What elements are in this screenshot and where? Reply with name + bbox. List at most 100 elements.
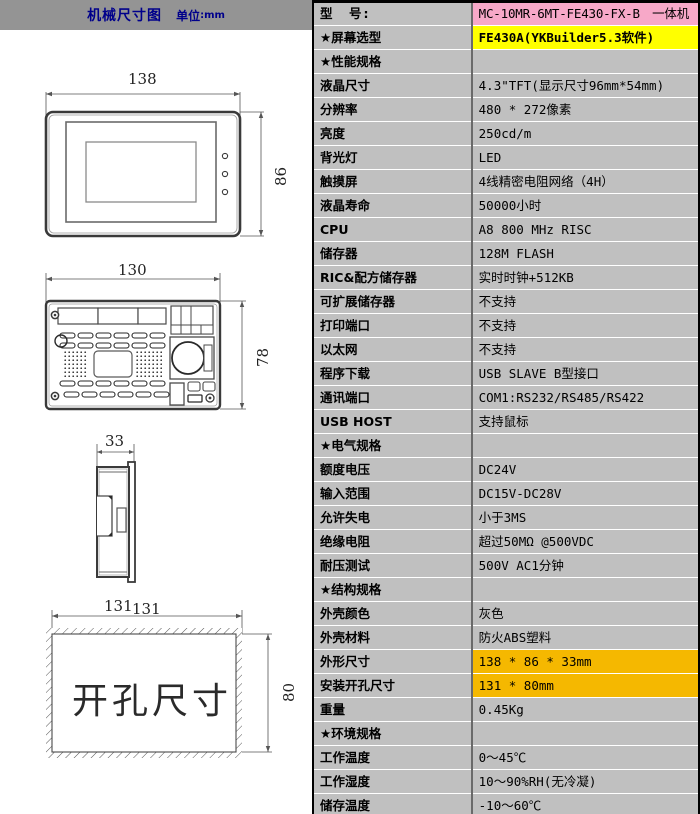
- spec-row-label: USB HOST: [312, 409, 473, 434]
- cutout-caption: 开孔尺寸: [72, 681, 233, 722]
- spec-row-value: 250cd/m: [471, 121, 700, 146]
- spec-row-label: 工作湿度: [312, 769, 473, 794]
- spec-row: RIC&配方储存器实时时钟+512KB: [312, 265, 700, 290]
- spec-row-value: 防火ABS塑料: [471, 625, 700, 650]
- front-view-width-label: 138: [128, 70, 157, 88]
- spec-row-value: 不支持: [471, 337, 700, 362]
- spec-row-label: 程序下载: [312, 361, 473, 386]
- spec-row-value: DC15V-DC28V: [471, 481, 700, 506]
- spec-row: 可扩展储存器不支持: [312, 289, 700, 314]
- spec-row-label: 安装开孔尺寸: [312, 673, 473, 698]
- spec-row-label: ★性能规格: [312, 49, 473, 74]
- spec-row-label: 分辨率: [312, 97, 473, 122]
- spec-row-label: 型 号:: [312, 0, 473, 26]
- drawing-panel-title: 机械尺寸图: [87, 8, 163, 24]
- spec-row-label: 背光灯: [312, 145, 473, 170]
- spec-row-label: 额度电压: [312, 457, 473, 482]
- spec-row-value: [471, 721, 700, 746]
- rear-view-drawing: 130 78: [24, 261, 298, 418]
- spec-row-value: COM1:RS232/RS485/RS422: [471, 385, 700, 410]
- spec-row-value: FE430A(YKBuilder5.3软件): [471, 25, 700, 50]
- spec-row: 允许失电小于3MS: [312, 505, 700, 530]
- spec-row-label: 触摸屏: [312, 169, 473, 194]
- spec-row-value: 138 * 86 * 33mm: [471, 649, 700, 674]
- spec-row-label: 绝缘电阻: [312, 529, 473, 554]
- spec-row-label: 打印端口: [312, 313, 473, 338]
- spec-row-value: -10～60℃: [471, 793, 700, 814]
- rear-view-height-label: 78: [254, 347, 272, 367]
- spec-row-value: DC24V: [471, 457, 700, 482]
- drawing-panel-header: 机械尺寸图 单位:mm: [0, 0, 312, 30]
- spec-row-value: 灰色: [471, 601, 700, 626]
- spec-row-value: 10～90%RH(无冷凝): [471, 769, 700, 794]
- side-view-depth-label: 33: [105, 432, 125, 450]
- cutout-view-drawing: 131 80 开孔尺寸: [24, 600, 302, 784]
- side-view-drawing: 33 131: [64, 432, 194, 615]
- unit-separator: :: [200, 9, 205, 21]
- spec-row-value: MC-10MR-6MT-FE430-FX-B 一体机: [471, 0, 700, 26]
- spec-row-value: 500V AC1分钟: [471, 553, 700, 578]
- spec-row: 外壳材料防火ABS塑料: [312, 625, 700, 650]
- spec-row-label: 以太网: [312, 337, 473, 362]
- spec-row-value: 0.45Kg: [471, 697, 700, 722]
- spec-row-label: 储存温度: [312, 793, 473, 814]
- spec-row: 型 号:MC-10MR-6MT-FE430-FX-B 一体机: [312, 0, 700, 26]
- mechanical-drawing-panel: 机械尺寸图 单位:mm: [0, 0, 312, 814]
- spec-row-value: [471, 49, 700, 74]
- spec-row-label: ★电气规格: [312, 433, 473, 458]
- spec-row-label: 液晶尺寸: [312, 73, 473, 98]
- spec-row-value: LED: [471, 145, 700, 170]
- spec-row-label: 工作温度: [312, 745, 473, 770]
- spec-row-label: 外壳材料: [312, 625, 473, 650]
- spec-row-label: RIC&配方储存器: [312, 265, 473, 290]
- spec-row-label: 通讯端口: [312, 385, 473, 410]
- spec-row-label: 输入范围: [312, 481, 473, 506]
- spec-row: 绝缘电阻超过50MΩ @500VDC: [312, 529, 700, 554]
- spec-row-value: 0～45℃: [471, 745, 700, 770]
- spec-row: 外壳颜色灰色: [312, 601, 700, 626]
- spec-row-value: 小于3MS: [471, 505, 700, 530]
- spec-row-label: 液晶寿命: [312, 193, 473, 218]
- spec-row-value: 131 * 80mm: [471, 673, 700, 698]
- spec-row-label: 外壳颜色: [312, 601, 473, 626]
- spec-row-label: 亮度: [312, 121, 473, 146]
- spec-row: ★环境规格: [312, 721, 700, 746]
- spec-row-label: CPU: [312, 217, 473, 242]
- spec-row-label: 储存器: [312, 241, 473, 266]
- side-view-length-label: 131: [104, 597, 133, 615]
- spec-row-value: 支持鼠标: [471, 409, 700, 434]
- spec-row-value: USB SLAVE B型接口: [471, 361, 700, 386]
- spec-row-value: 实时时钟+512KB: [471, 265, 700, 290]
- spec-row: ★结构规格: [312, 577, 700, 602]
- unit-label: 单位: [176, 8, 201, 23]
- spec-row-label: ★屏幕选型: [312, 25, 473, 50]
- spec-row-value: 超过50MΩ @500VDC: [471, 529, 700, 554]
- spec-row: 打印端口不支持: [312, 313, 700, 338]
- spec-row-label: 可扩展储存器: [312, 289, 473, 314]
- spec-row-label: ★结构规格: [312, 577, 473, 602]
- spec-row-value: 不支持: [471, 313, 700, 338]
- spec-row-value: 50000小时: [471, 193, 700, 218]
- spec-row: 以太网不支持: [312, 337, 700, 362]
